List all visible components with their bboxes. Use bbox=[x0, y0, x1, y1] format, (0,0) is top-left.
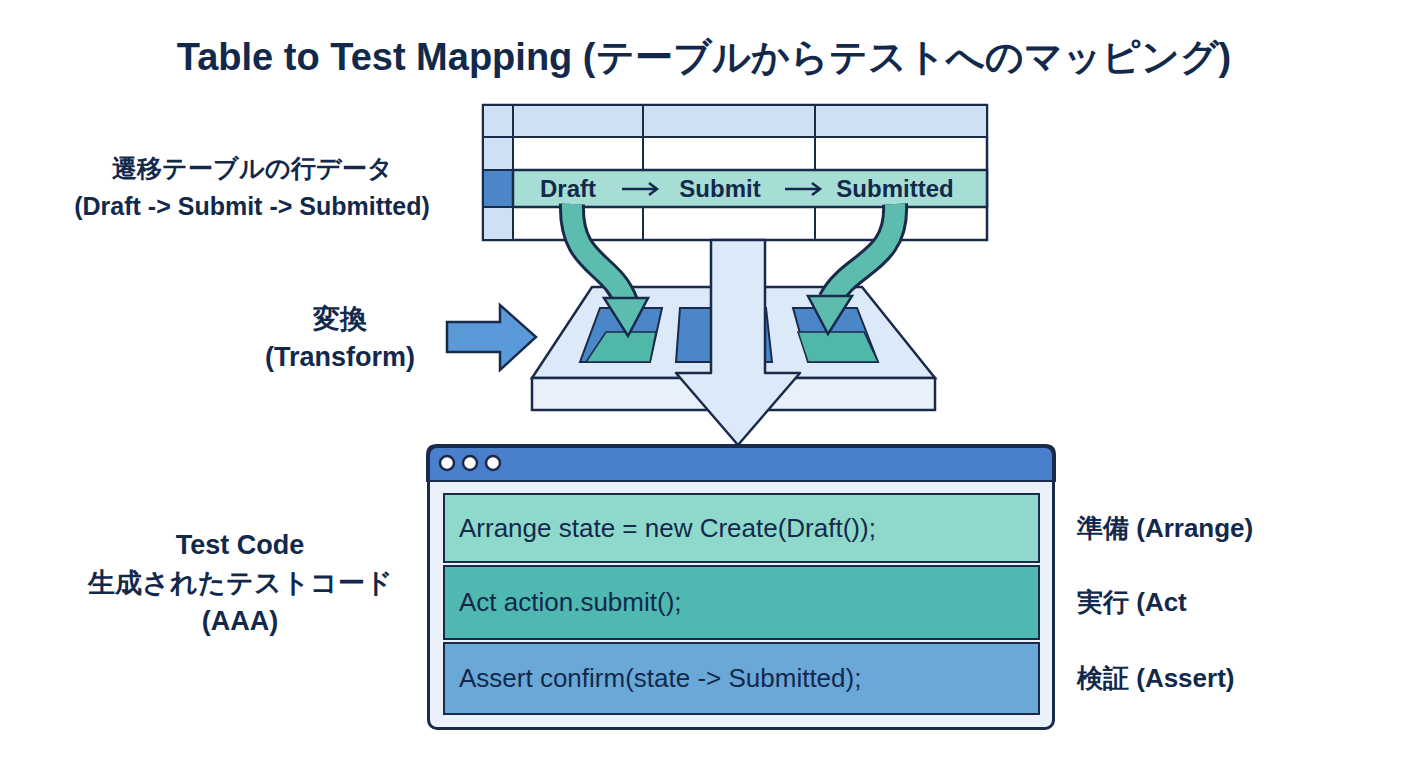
code-line: Act action.submit(); bbox=[459, 567, 682, 638]
table-cell: Submitted bbox=[836, 175, 953, 203]
step-label: 実行 (Act bbox=[1077, 567, 1187, 638]
funnel-slot-fill bbox=[798, 332, 878, 362]
funnel-slot bbox=[676, 308, 772, 362]
curved-arrow bbox=[830, 204, 895, 300]
table-grid bbox=[483, 105, 987, 240]
table-header-row bbox=[484, 106, 986, 137]
curved-arrow-head bbox=[808, 296, 852, 334]
curved-arrow-outline bbox=[830, 204, 895, 300]
step-label: 準備 (Arrange) bbox=[1077, 495, 1253, 561]
window-dot bbox=[486, 456, 500, 470]
code-line: Assert confirm(state -> Submitted); bbox=[459, 644, 861, 713]
code-line: Arrange state = new Create(Draft()); bbox=[459, 495, 876, 561]
curved-arrow-head bbox=[604, 298, 648, 336]
act-band: Act action.submit();実行 (Act bbox=[443, 565, 1040, 640]
window-body bbox=[427, 445, 1055, 730]
highlight-row bbox=[513, 170, 987, 207]
step-label: 検証 (Assert) bbox=[1077, 644, 1234, 713]
row-marker bbox=[483, 170, 513, 207]
window-dot bbox=[463, 456, 477, 470]
funnel-top bbox=[532, 287, 935, 378]
code-window: Test Code 生成されたテストコード (AAA)Arrange state… bbox=[427, 445, 1055, 730]
transform-label: 変換 (Transform) bbox=[240, 300, 440, 376]
table-caption: 遷移テーブルの行データ (Draft -> Submit -> Submitte… bbox=[32, 149, 472, 225]
funnel-front bbox=[532, 378, 935, 410]
funnel-slot bbox=[793, 308, 878, 362]
arrange-band: Arrange state = new Create(Draft());準備 (… bbox=[443, 493, 1040, 563]
window-heading: Test Code 生成されたテストコード (AAA) bbox=[60, 526, 420, 640]
funnel-slot bbox=[580, 308, 662, 362]
table-cell: Submit bbox=[679, 175, 760, 203]
diagram-title: Table to Test Mapping (テーブルからテストへのマッピング) bbox=[0, 32, 1408, 83]
transform-arrow bbox=[447, 305, 536, 370]
table-body bbox=[483, 105, 987, 240]
assert-band: Assert confirm(state -> Submitted);検証 (A… bbox=[443, 642, 1040, 715]
curved-arrow bbox=[572, 204, 626, 302]
table-cell: Draft bbox=[540, 175, 596, 203]
transition-table: 遷移テーブルの行データ (Draft -> Submit -> Submitte… bbox=[483, 105, 987, 240]
curved-arrow-outline bbox=[572, 204, 626, 302]
table-header-col bbox=[484, 106, 513, 239]
funnel-slot-fill bbox=[586, 332, 656, 362]
window-dot bbox=[440, 456, 454, 470]
flow-arrow bbox=[676, 240, 800, 445]
window-titlebar bbox=[427, 445, 1055, 481]
